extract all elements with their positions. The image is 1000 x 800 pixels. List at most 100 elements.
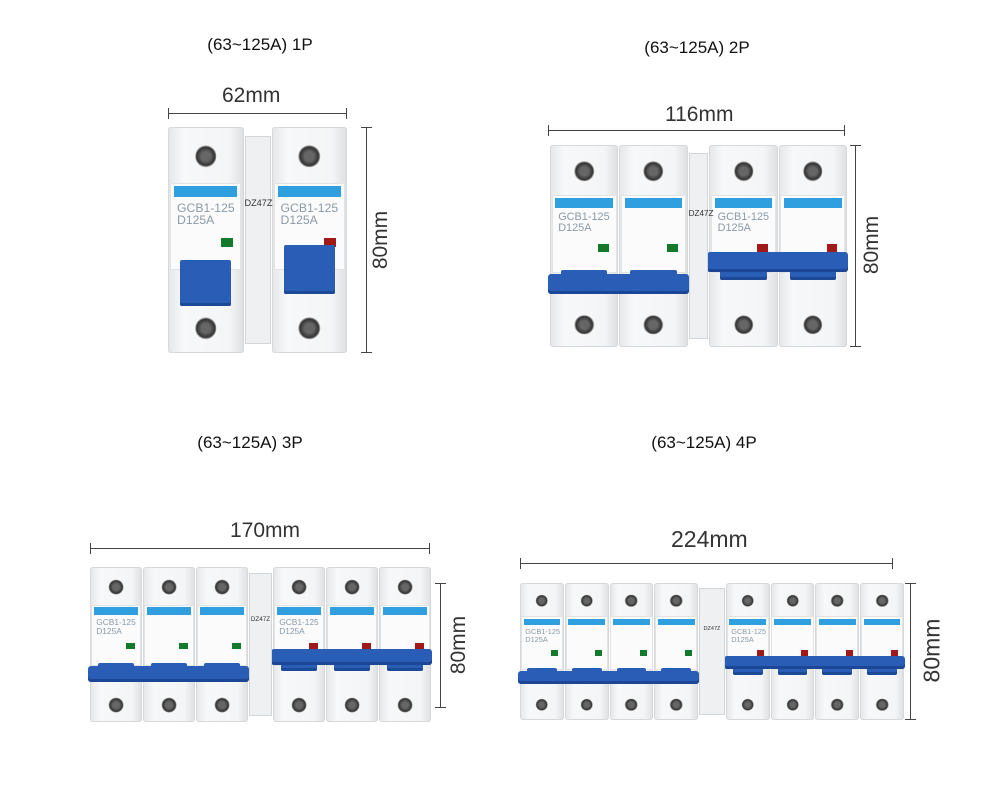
brand-stripe <box>818 618 856 626</box>
rating-label: D125A <box>731 634 754 644</box>
breaker-module <box>564 583 609 720</box>
screw-icon <box>298 317 320 339</box>
brand-stripe <box>568 618 605 626</box>
label-face <box>552 195 616 273</box>
status-indicator <box>890 650 898 656</box>
brand-stripe <box>657 618 695 626</box>
brand-stripe <box>200 607 244 616</box>
model-label: GCB1-125 <box>717 210 770 223</box>
screw-icon <box>291 697 307 713</box>
brand-stripe <box>624 197 683 208</box>
screw-icon <box>786 698 799 712</box>
panel-title: (63~125A) 3P <box>197 433 303 452</box>
label-face <box>198 605 246 665</box>
label-face <box>622 195 685 273</box>
screw-icon <box>298 145 320 168</box>
model-label: GCB1-125 <box>96 617 136 628</box>
screw-icon <box>875 594 889 608</box>
brand-stripe <box>94 607 138 616</box>
rating-label: D125A <box>717 221 751 234</box>
height-dimension-line <box>850 145 861 347</box>
panel-title: (63~125A) 1P <box>207 35 313 54</box>
screw-icon <box>733 315 754 335</box>
aux-model-label: DZ47Z <box>703 626 721 633</box>
screw-icon <box>643 161 664 181</box>
screw-icon <box>535 698 549 712</box>
rating-label: D125A <box>558 221 592 234</box>
aux-model-label: DZ47Z <box>688 208 714 218</box>
brand-stripe <box>383 607 427 616</box>
breaker-module <box>654 583 699 720</box>
brand-stripe <box>523 618 561 626</box>
screw-icon <box>574 315 594 335</box>
breaker-module <box>609 583 654 720</box>
width-label: 224mm <box>671 526 748 552</box>
breaker-module <box>378 567 431 722</box>
brand-stripe <box>277 607 321 616</box>
status-indicator <box>232 642 241 650</box>
status-indicator <box>362 642 371 650</box>
model-label: GCB1-125 <box>525 627 561 637</box>
screw-icon <box>161 579 177 595</box>
label-face <box>566 617 607 670</box>
width-dimension-line <box>548 125 845 136</box>
status-indicator <box>309 642 318 650</box>
auxiliary-module: DZ47Z <box>244 136 272 344</box>
screw-icon <box>108 579 124 595</box>
panel-title: (63~125A) 4P <box>651 433 757 452</box>
screw-icon <box>625 698 638 712</box>
height-label: 80mm <box>447 615 471 675</box>
height-dimension-line <box>361 127 372 353</box>
screw-icon <box>195 145 217 168</box>
handle-tie-bar <box>88 666 250 682</box>
auxiliary-module: DZ47Z <box>688 153 714 339</box>
handle-tie-bar <box>723 655 905 670</box>
screw-icon <box>214 697 230 713</box>
screw-icon <box>831 594 844 608</box>
screw-icon <box>344 579 360 595</box>
width-dimension-line <box>520 558 893 569</box>
screw-icon <box>803 315 823 335</box>
breaker-module <box>770 583 815 720</box>
screw-icon <box>397 697 413 713</box>
status-indicator <box>595 650 603 656</box>
status-indicator <box>550 650 558 656</box>
height-dimension-line <box>435 583 446 708</box>
screw-icon <box>831 698 844 712</box>
status-indicator <box>667 243 679 253</box>
status-indicator <box>179 642 188 650</box>
model-label: GCB1-125 <box>558 210 610 223</box>
label-face <box>521 617 562 670</box>
status-indicator <box>415 642 424 650</box>
screw-icon <box>535 594 549 608</box>
width-dimension-line <box>90 543 430 554</box>
model-label: GCB1-125 <box>279 617 319 628</box>
screw-icon <box>669 698 683 712</box>
toggle-handle <box>180 260 232 306</box>
brand-stripe <box>729 618 767 626</box>
handle-tie-bar <box>548 274 689 295</box>
status-indicator <box>846 650 854 656</box>
screw-icon <box>195 317 217 339</box>
status-indicator <box>640 650 648 656</box>
brand-stripe <box>174 185 238 198</box>
status-indicator <box>220 237 233 247</box>
screw-icon <box>291 579 307 595</box>
auxiliary-module: DZ47Z <box>249 573 272 716</box>
screw-icon <box>733 161 754 181</box>
screw-icon <box>741 698 755 712</box>
screw-icon <box>741 594 755 608</box>
rating-label: D125A <box>279 625 305 636</box>
screw-icon <box>786 594 799 608</box>
breaker-module <box>196 567 249 722</box>
label-face <box>171 183 241 270</box>
height-label: 80mm <box>369 210 393 270</box>
height-label: 80mm <box>918 618 945 683</box>
